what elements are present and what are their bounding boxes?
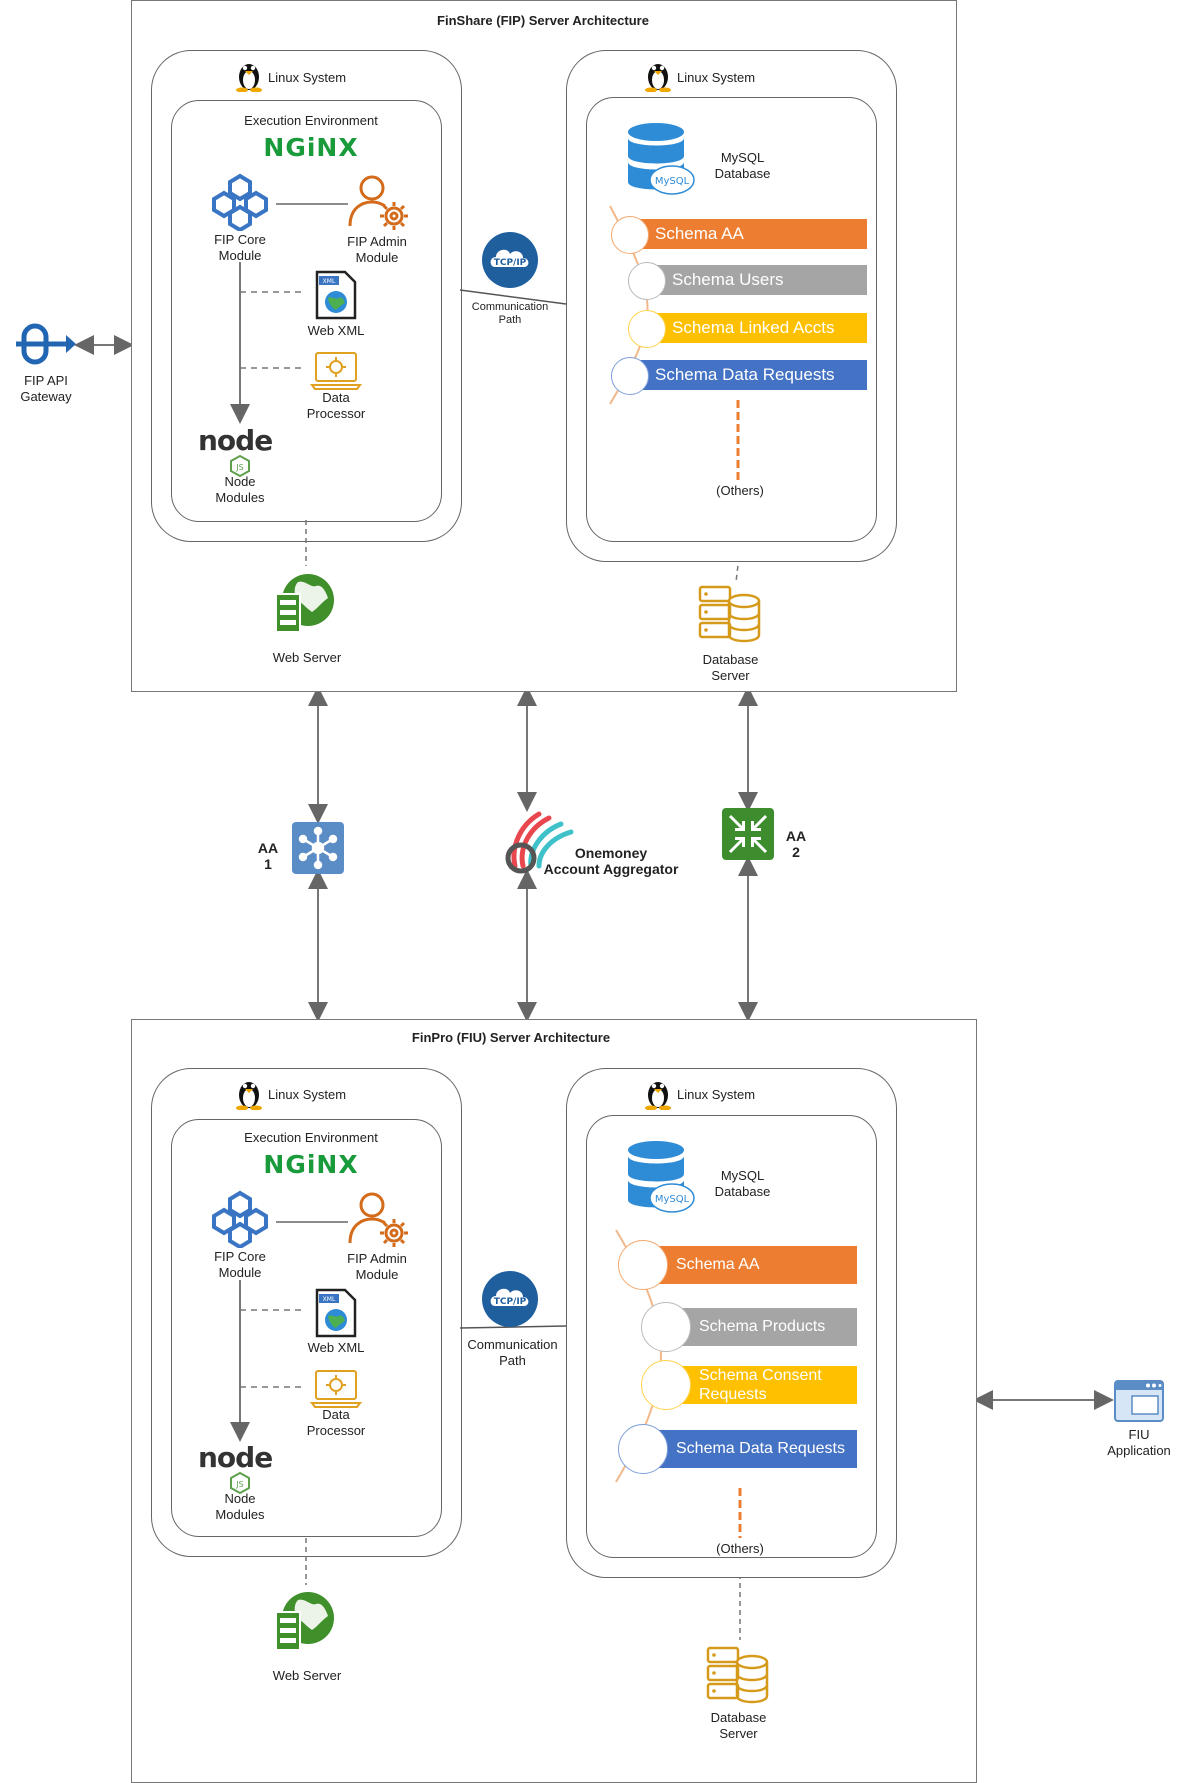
fiu-schema-bar-0: Schema AA — [644, 1246, 857, 1284]
nodejs-logo: node — [198, 424, 273, 457]
fiu-title: FinPro (FIU) Server Architecture — [411, 1030, 611, 1045]
mysql-database-icon: MySQL — [626, 122, 698, 209]
svg-text:MySQL: MySQL — [655, 1194, 690, 1205]
fip-core-module-label: FIP Core Module — [214, 232, 266, 263]
fiu-web-xml-label: Web XML — [307, 1340, 365, 1355]
aa1-label: AA 1 — [257, 840, 279, 872]
svg-text:TCP/IP: TCP/IP — [494, 1297, 527, 1307]
web-xml-icon: XML — [315, 1288, 357, 1343]
svg-text:XML: XML — [323, 278, 336, 285]
fiu-data-processor-label: Data Processor — [306, 1407, 366, 1438]
fip-schema-circle — [611, 216, 649, 254]
database-server-icon — [698, 583, 762, 650]
nodejs-hex-icon: JS — [230, 1471, 250, 1499]
fiu-schema-circle — [618, 1240, 668, 1290]
fip-schema-bar-1: Schema Users — [650, 265, 867, 295]
fiu-core-module-label: FIP Core Module — [214, 1249, 266, 1280]
web-server-globe-icon — [272, 1590, 338, 1657]
fip-exec-env-box — [171, 100, 442, 522]
linux-penguin-icon — [234, 1076, 264, 1115]
api-gateway-icon — [14, 322, 78, 371]
fip-schema-circle — [628, 310, 666, 348]
fip-left-os-label: Linux System — [268, 70, 347, 85]
fip-db-server-label: Database Server — [702, 652, 759, 683]
fip-schema-bar-3: Schema Data Requests — [633, 360, 867, 390]
fiu-mysql-label: MySQL Database — [714, 1168, 771, 1199]
fiu-schema-label: Schema AA — [676, 1256, 760, 1273]
fip-schema-label: Schema AA — [655, 224, 744, 243]
fip-exec-env-label: Execution Environment — [244, 113, 378, 128]
fiu-exec-env-box — [171, 1119, 442, 1537]
aa2-label: AA 2 — [785, 828, 807, 860]
web-xml-icon: XML — [315, 270, 357, 325]
linux-penguin-icon — [643, 1076, 673, 1115]
nodejs-hex-icon: JS — [230, 454, 250, 482]
fip-schema-bar-2: Schema Linked Accts — [650, 313, 867, 343]
fiu-comm-path-label: Communication Path — [467, 1337, 558, 1368]
fip-schema-label: Schema Data Requests — [655, 365, 835, 384]
fip-title: FinShare (FIP) Server Architecture — [437, 13, 649, 28]
fiu-schema-bar-2: Schema Consent Requests — [666, 1366, 857, 1404]
mysql-database-icon: MySQL — [626, 1140, 698, 1227]
cubes-icon — [210, 1190, 270, 1253]
fip-comm-path-label: Communication Path — [471, 301, 549, 326]
fiu-web-server-label: Web Server — [272, 1668, 342, 1683]
database-server-icon — [706, 1644, 770, 1711]
aa2-collapse-icon — [722, 808, 774, 865]
fiu-others-label: (Others) — [716, 1541, 764, 1556]
nginx-logo: NGiNX — [263, 133, 359, 162]
linux-penguin-icon — [234, 58, 264, 97]
fiu-left-os-label: Linux System — [268, 1087, 347, 1102]
web-server-globe-icon — [272, 572, 338, 639]
fiu-schema-bar-1: Schema Products — [666, 1308, 857, 1346]
fiu-schema-label: Schema Data Requests — [676, 1440, 845, 1457]
svg-text:JS: JS — [235, 463, 243, 472]
fiu-node-modules-label: Node Modules — [215, 1491, 265, 1522]
admin-gear-icon — [348, 172, 410, 239]
admin-gear-icon — [348, 1189, 410, 1256]
fip-data-processor-label: Data Processor — [306, 390, 366, 421]
fip-mysql-label: MySQL Database — [714, 150, 771, 181]
cubes-icon — [210, 173, 270, 236]
aa1-network-icon — [292, 822, 344, 879]
fiu-application-window-icon — [1114, 1380, 1164, 1427]
data-processor-icon — [310, 350, 362, 397]
onemoney-label: Onemoney Account Aggregator — [543, 845, 679, 877]
fiu-app-label: FIU Application — [1107, 1427, 1171, 1458]
tcpip-cloud-icon: TCP/IP — [481, 1270, 539, 1333]
fiu-schema-bar-3: Schema Data Requests — [644, 1430, 857, 1468]
fip-right-os-label: Linux System — [677, 70, 756, 85]
fiu-right-os-label: Linux System — [677, 1087, 756, 1102]
fip-others-label: (Others) — [716, 483, 764, 498]
fip-node-modules-label: Node Modules — [215, 474, 265, 505]
fip-schema-circle — [611, 357, 649, 395]
linux-penguin-icon — [643, 58, 673, 97]
fip-schema-label: Schema Linked Accts — [672, 318, 835, 337]
fiu-schema-label: Schema Products — [699, 1318, 826, 1335]
onemoney-logo-icon — [505, 808, 575, 879]
fiu-schema-circle — [618, 1424, 668, 1474]
fip-schema-label: Schema Users — [672, 270, 784, 289]
svg-text:XML: XML — [323, 1296, 336, 1303]
nginx-logo: NGiNX — [263, 1150, 359, 1179]
fiu-schema-circle — [641, 1360, 691, 1410]
svg-text:JS: JS — [235, 1480, 243, 1489]
fiu-schema-label: Schema Consent Requests — [699, 1367, 822, 1403]
fip-schema-circle — [628, 262, 666, 300]
fiu-admin-module-label: FIP Admin Module — [347, 1251, 407, 1282]
svg-text:TCP/IP: TCP/IP — [494, 258, 527, 268]
gateway-label: FIP API Gateway — [20, 373, 72, 404]
fip-schema-bar-0: Schema AA — [633, 219, 867, 249]
fip-web-server-label: Web Server — [272, 650, 342, 665]
fiu-schema-circle — [641, 1302, 691, 1352]
nodejs-logo: node — [198, 1441, 273, 1474]
fiu-db-server-label: Database Server — [710, 1710, 767, 1741]
svg-text:MySQL: MySQL — [655, 176, 690, 187]
tcpip-cloud-icon: TCP/IP — [481, 231, 539, 294]
fip-web-xml-label: Web XML — [307, 323, 365, 338]
fiu-exec-env-label: Execution Environment — [244, 1130, 378, 1145]
fip-admin-module-label: FIP Admin Module — [347, 234, 407, 265]
data-processor-icon — [310, 1368, 362, 1415]
